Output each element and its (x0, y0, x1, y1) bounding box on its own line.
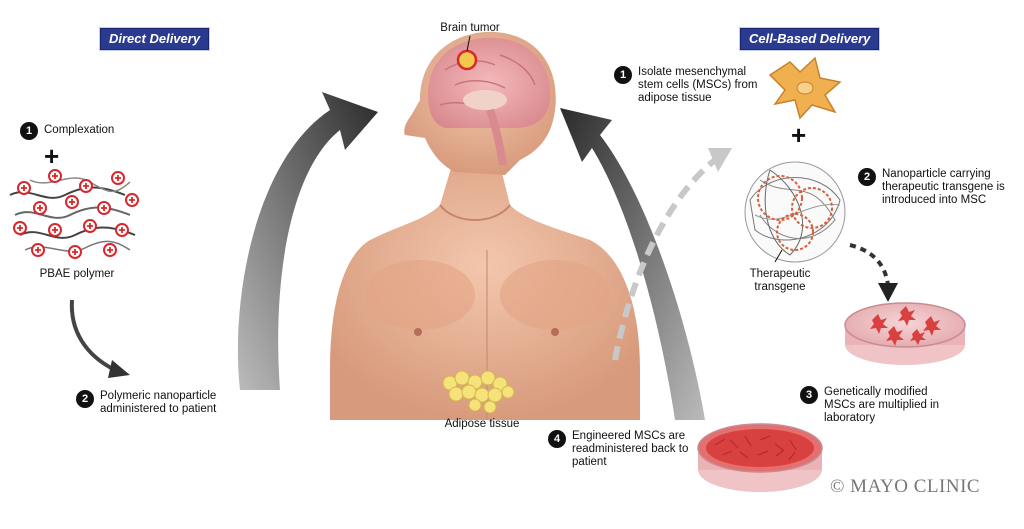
step-number: 1 (614, 66, 632, 84)
step-number: 4 (548, 430, 566, 448)
arrow-transgene-to-dish (849, 243, 898, 302)
direct-step-2: 2 Polymeric nanoparticle administered to… (76, 390, 250, 416)
label-pbae-polymer: PBAE polymer (39, 268, 115, 280)
header-direct-delivery: Direct Delivery (100, 28, 210, 50)
petri-dish-lower (697, 423, 823, 492)
step-text: Polymeric nanoparticle administered to p… (100, 390, 217, 415)
cell-step-1: 1 Isolate mesenchymal stem cells (MSCs) … (614, 66, 763, 105)
step-number: 2 (858, 168, 876, 186)
transgene-sphere (744, 161, 846, 263)
human-torso (330, 165, 640, 420)
arrow-to-brain-left (237, 92, 378, 390)
step-number: 2 (76, 390, 94, 408)
petri-dish-upper (844, 302, 966, 365)
label-therapeutic-transgene: Therapeutic transgene (749, 268, 811, 293)
arrow-polymer-to-patient (69, 299, 130, 378)
label-adipose-tissue: Adipose tissue (444, 418, 520, 430)
arrow-to-brain-right (560, 108, 705, 420)
pbae-polymer-complex (9, 169, 139, 259)
cell-step-4: 4 Engineered MSCs are readministered bac… (548, 430, 692, 469)
cell-step-3: 3 Genetically modified MSCs are multipli… (800, 386, 944, 425)
step-text: Genetically modified MSCs are multiplied… (824, 386, 940, 424)
arrow-adipose-to-msc (612, 148, 732, 361)
plus-sign-cell: + (791, 120, 807, 150)
direct-step-1: 1 Complexation (20, 122, 114, 140)
msc-cell (768, 56, 842, 120)
label-brain-tumor: Brain tumor (440, 22, 500, 34)
cell-step-2: 2 Nanoparticle carrying therapeutic tran… (858, 168, 1022, 207)
step-text: Nanoparticle carrying therapeutic transg… (882, 168, 1005, 206)
adipose-tissue (442, 370, 515, 414)
header-cell-based-delivery: Cell-Based Delivery (740, 28, 880, 50)
step-text: Isolate mesenchymal stem cells (MSCs) fr… (638, 66, 758, 104)
mayo-clinic-credit: © MAYO CLINIC (830, 476, 981, 497)
step-number: 3 (800, 386, 818, 404)
plus-sign-direct: + (44, 141, 60, 171)
step-text: Engineered MSCs are readministered back … (572, 430, 689, 468)
step-number: 1 (20, 122, 38, 140)
step-text: Complexation (44, 124, 115, 136)
brain-tumor (456, 35, 478, 71)
